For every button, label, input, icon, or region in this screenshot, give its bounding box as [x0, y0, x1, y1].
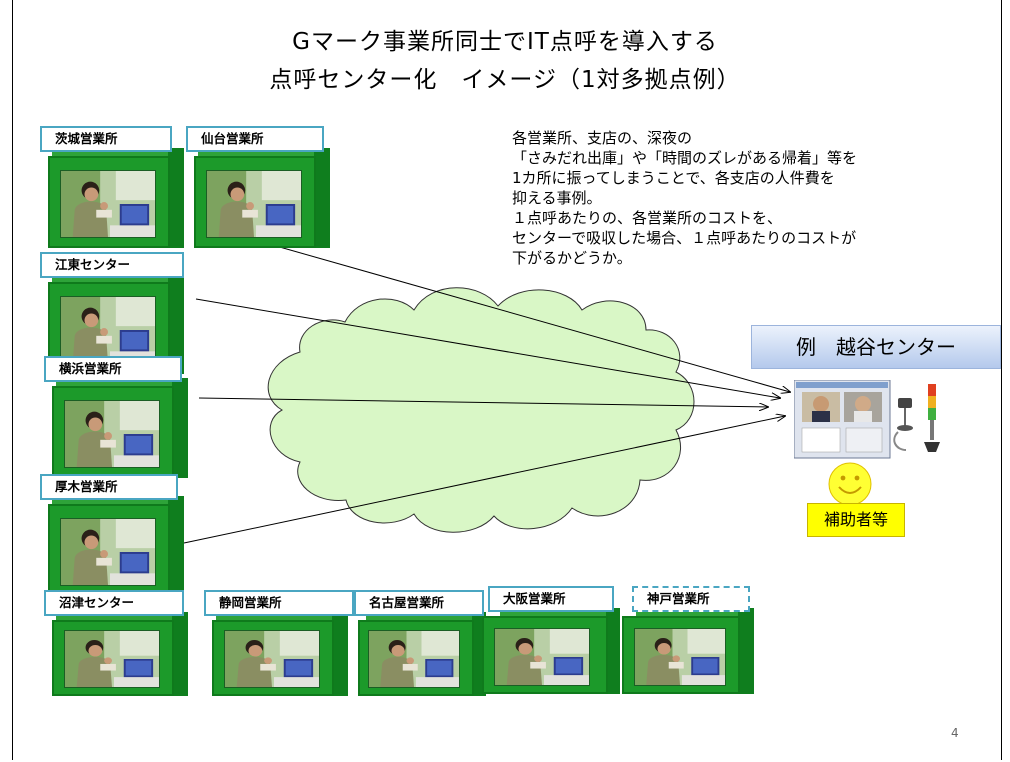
operator-photo	[224, 630, 320, 688]
box-top	[636, 608, 754, 616]
description-line: 抑える事例。	[512, 189, 602, 207]
description-text: 各営業所、支店の、深夜の 「さみだれ出庫」や「時間のズレがある帰着」等を 1カ所…	[512, 128, 982, 268]
box-top	[198, 148, 316, 156]
office-label: 静岡営業所	[204, 590, 354, 616]
operator-photo	[634, 628, 726, 686]
office-label: 沼津センター	[44, 590, 184, 616]
office-label: 神戸営業所	[632, 586, 750, 612]
office-node: 沼津センター	[44, 590, 204, 700]
office-label: 江東センター	[40, 252, 184, 278]
center-header: 例 越谷センター	[751, 325, 1001, 369]
office-node: 静岡営業所	[204, 590, 364, 700]
slide-frame	[12, 0, 1002, 760]
cloud-shape	[267, 287, 695, 533]
office-label: 大阪営業所	[488, 586, 614, 612]
box-top	[52, 274, 170, 282]
operator-photo	[368, 630, 460, 688]
description-line: １点呼あたりの、各営業所のコストを、	[512, 209, 783, 227]
office-label: 茨城営業所	[40, 126, 172, 152]
office-node: 茨城営業所	[40, 126, 200, 250]
box-side	[168, 274, 184, 374]
operator-photo	[64, 630, 160, 688]
operator-photo	[206, 170, 302, 238]
office-node: 仙台営業所	[186, 126, 346, 250]
box-side	[314, 148, 330, 248]
box-top	[56, 378, 174, 386]
box-top	[216, 612, 334, 620]
box-top	[366, 612, 474, 620]
office-label: 名古屋営業所	[354, 590, 484, 616]
description-line: 下がるかどうか。	[512, 249, 632, 267]
page-number: 4	[951, 726, 959, 740]
title-line-2: 点呼センター化 イメージ（1対多拠点例）	[269, 67, 741, 93]
box-side	[738, 608, 754, 694]
description-line: 各営業所、支店の、深夜の	[512, 129, 693, 147]
box-top	[500, 608, 608, 616]
assistant-label: 補助者等	[807, 503, 905, 537]
box-side	[606, 608, 620, 694]
box-side	[168, 496, 184, 596]
office-label: 厚木営業所	[40, 474, 178, 500]
smiley-face-icon	[828, 462, 872, 506]
office-label: 仙台営業所	[186, 126, 324, 152]
connector-line	[183, 416, 785, 544]
connector-line	[254, 239, 790, 392]
office-node: 神戸営業所	[622, 586, 762, 698]
box-side	[332, 612, 348, 696]
box-top	[52, 496, 170, 504]
operator-photo	[60, 170, 156, 238]
title-line-1: Gマーク事業所同士でIT点呼を導入する	[292, 29, 718, 55]
office-node: 名古屋営業所	[354, 590, 504, 700]
office-node: 大阪営業所	[482, 586, 638, 698]
box-side	[172, 378, 188, 478]
operator-photo	[494, 628, 590, 686]
office-label: 横浜営業所	[44, 356, 182, 382]
it-rollcall-equipment	[794, 380, 940, 459]
connector-line	[198, 397, 768, 407]
description-line: センターで吸収した場合、１点呼あたりのコストが	[512, 229, 857, 247]
box-side	[168, 148, 184, 248]
box-top	[52, 148, 170, 156]
operator-photo	[64, 400, 160, 468]
operator-photo	[60, 296, 156, 364]
office-node: 厚木営業所	[40, 474, 200, 598]
box-side	[172, 612, 188, 696]
description-line: 1カ所に振ってしまうことで、各支店の人件費を	[512, 169, 835, 187]
connector-line	[195, 298, 780, 398]
operator-photo	[60, 518, 156, 586]
description-line: 「さみだれ出庫」や「時間のズレがある帰着」等を	[512, 149, 858, 167]
box-top	[56, 612, 174, 620]
office-node: 横浜営業所	[44, 356, 204, 480]
